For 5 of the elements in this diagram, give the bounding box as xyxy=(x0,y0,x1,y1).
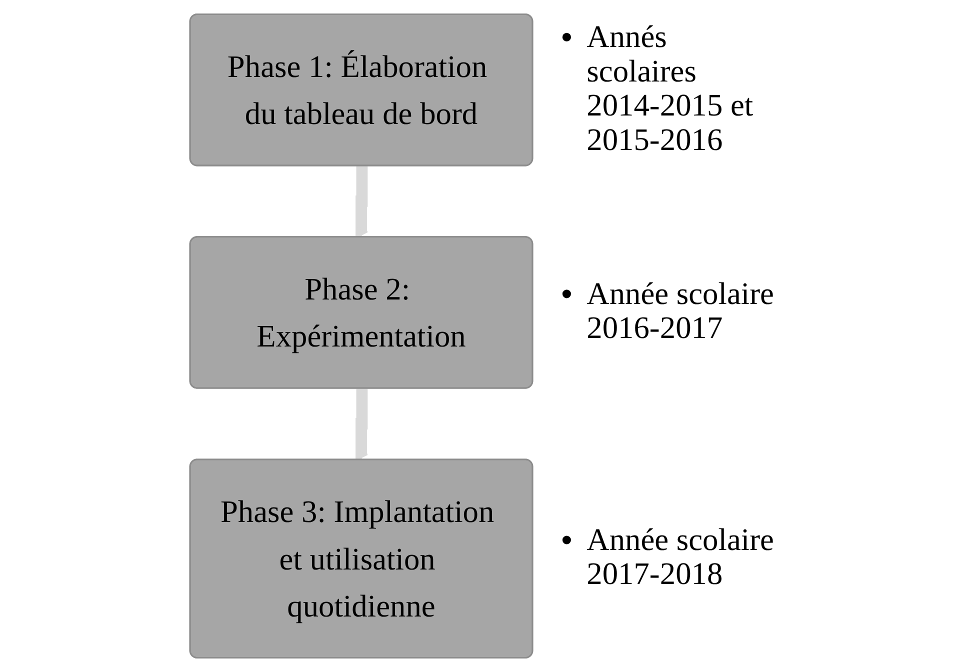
arrow xyxy=(356,166,368,238)
period-text: Année scolaire 2016-2017 xyxy=(586,276,774,346)
period-text: Année scolaire 2017-2018 xyxy=(586,522,774,592)
arrow xyxy=(356,388,368,461)
period-text: Annés scolaires 2014-2015 et 2015-2016 xyxy=(586,19,754,157)
